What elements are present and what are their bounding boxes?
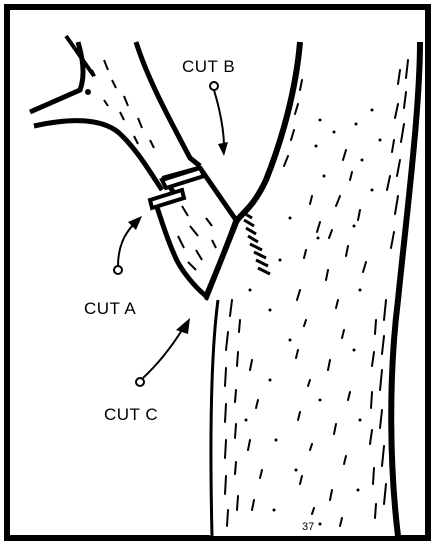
cut-a-label: CUT A xyxy=(84,299,136,318)
cut-c-label: CUT C xyxy=(104,405,158,424)
cut-b-label: CUT B xyxy=(182,57,235,76)
artist-mark: 37 xyxy=(302,521,314,533)
